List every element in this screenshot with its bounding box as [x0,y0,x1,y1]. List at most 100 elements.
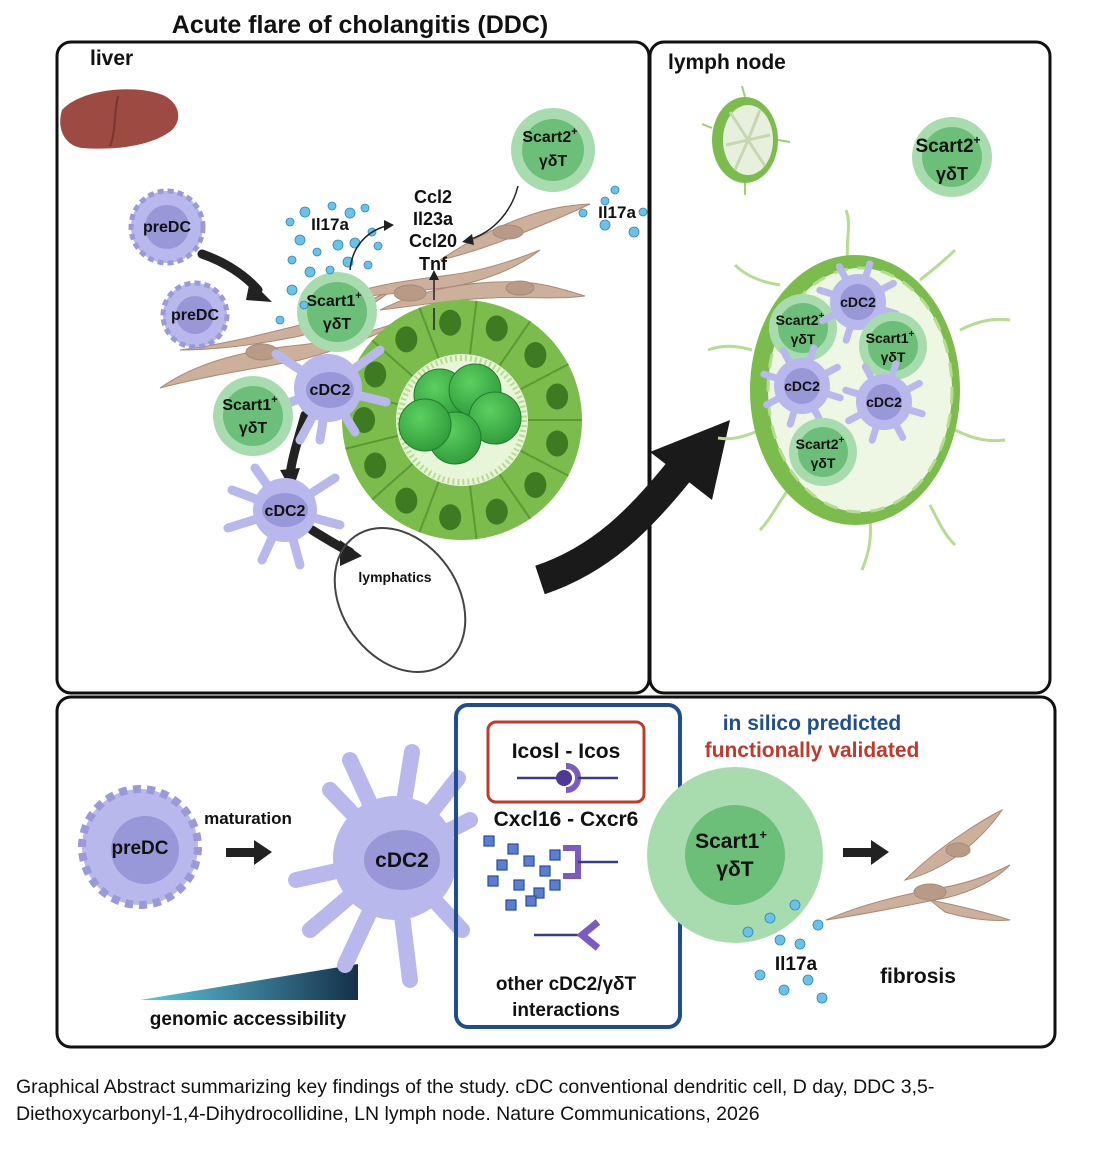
genomic-accessibility-wedge [140,964,358,1000]
cholangiocyte-nucleus [524,471,547,498]
il17a-droplets-bottom [742,899,828,1004]
chemokine-square [507,843,519,855]
legend-predicted: in silico predicted [723,712,902,735]
cholangiocyte-nucleus [485,498,508,525]
cytokine-ccl2: Ccl2 [414,187,452,207]
lymph-node-cells: Scart2+γδTcDC2Scart1+γδTcDC2cDC2Scart2+γ… [760,260,927,486]
svg-text:cDC2: cDC2 [375,849,429,872]
svg-text:Scart1+: Scart1+ [222,394,277,414]
cxcr6-receptor-icon [563,845,618,879]
chemokine-square [487,875,499,887]
cholangiocyte-border [519,363,569,391]
cholangiocyte-nucleus [439,309,462,336]
fibrosis-arrow [843,840,889,865]
svg-text:Scart1+: Scart1+ [695,827,767,853]
scart2-gdt-cell-liver: Scart2+ γδT [511,108,595,192]
mechanism-panel [55,695,1057,1049]
cxcl16-chemokine-icon [483,835,561,911]
fibroblast-bottom [825,808,1011,921]
validated-highlight-box [486,720,646,804]
chemokine-square [533,887,545,899]
fibrosis-label: fibrosis [880,965,956,988]
svg-text:Scart2+: Scart2+ [796,435,845,452]
il17a-label-liver: Il17a [311,215,349,234]
scart1-gdt-cell-bottom: Scart1+ γδT [647,767,823,943]
cholangiocyte-nucleus [546,383,569,410]
other-interactions-line1: other cDC2/γδT [496,974,637,995]
cholangiocyte-nucleus [364,361,387,388]
cytokine-arrowheads [384,220,474,280]
svg-text:γδT: γδT [239,420,268,437]
gdt-cell-lymph-node: Scart2+ γδT [789,418,857,486]
svg-text:cDC2: cDC2 [784,378,820,394]
chemokine-square [539,865,551,877]
cholangiocyte-border [345,434,399,450]
maturation-arrow [226,840,272,865]
caption-line-2: Diethoxycarbonyl-1,4-Dihydrocollidine, L… [16,1103,760,1125]
svg-text:preDC: preDC [171,307,219,324]
gdt-cell-lymph-node: Scart1+ γδT [859,312,927,380]
other-interactions-line2: interactions [512,1000,620,1021]
pair-cxcl16-cxcr6: Cxcl16 - Cxcr6 [494,808,639,831]
chemokine-square [505,899,517,911]
svg-text:preDC: preDC [143,219,191,236]
svg-text:cDC2: cDC2 [866,394,902,410]
cdc2-cell-liver-1: cDC2 [265,345,391,445]
cdc2-cell-bottom: cDC2 [288,744,478,988]
chemokine-square [483,835,495,847]
svg-text:Scart2+: Scart2+ [915,133,980,157]
chemokine-square [523,855,535,867]
genomic-accessibility-label: genomic accessibility [150,1009,347,1030]
svg-text:cDC2: cDC2 [840,294,876,310]
svg-text:γδT: γδT [811,455,836,471]
svg-text:preDC: preDC [111,838,168,859]
svg-text:Scart1+: Scart1+ [866,329,915,346]
svg-text:Scart1+: Scart1+ [306,290,361,310]
liver-organ-icon [60,89,179,149]
cdc2-cell-lymph-node: cDC2 [842,360,926,444]
cdc2-cell-liver-2: cDC2 [223,463,345,570]
svg-text:γδT: γδT [791,331,816,347]
figure-caption: Graphical Abstract summarizing key findi… [16,1074,1096,1128]
il17a-droplets-liver-right [578,185,648,238]
chemokine-square [513,879,525,891]
svg-text:Scart2+: Scart2+ [776,311,825,328]
cholangiocyte-border [519,449,569,477]
cytokine-tnf: Tnf [419,254,448,274]
cholangiocyte-border [418,307,440,359]
cholangiocyte-nucleus [485,315,508,342]
lymph-node-icon [701,85,791,195]
chemokine-square [525,895,537,907]
lymphatics-vessel: lymphatics [333,526,467,674]
cholangiocyte-border [468,485,478,540]
cholangiocyte-nucleus [353,407,375,433]
chemokine-square [496,859,508,871]
icosl-icos-receptor-icon [517,763,618,793]
cholangiocyte-border [498,473,531,520]
cholangiocyte-nucleus [524,342,547,369]
liver-to-lymph-node-arrow [535,420,730,595]
svg-text:γδT: γδT [881,349,906,365]
cholangiocyte-border [418,481,440,533]
predc-cell-bottom: preDC [78,785,202,909]
svg-text:γδT: γδT [716,858,753,881]
cdc2-cell-lymph-node: cDC2 [760,344,844,428]
cholangiocyte-nucleus [364,452,387,479]
svg-text:lymphatics: lymphatics [358,569,431,585]
lymph-node-heading: lymph node [668,51,786,74]
svg-text:γδT: γδT [936,164,968,184]
svg-text:γδT: γδT [539,153,568,170]
lymph-node-panel [648,40,1052,695]
scart1-gdt-cell-liver-2: Scart1+ γδT [213,376,293,456]
maturation-label: maturation [204,809,292,828]
il17a-label-liver-right: Il17a [598,203,636,222]
cholangiocyte-nucleus [395,326,418,353]
predc-cell-1: preDC [128,188,206,266]
chemokine-square [549,879,561,891]
graphical-abstract-diagram: Acute flare of cholangitis (DDC) liver l… [55,11,1057,1049]
cytokine-il23a: Il23a [413,209,454,229]
cholangiocyte-border [468,300,478,355]
il17a-droplets-liver [275,201,383,325]
svg-text:cDC2: cDC2 [265,503,306,520]
pair-icosl-icos: Icosl - Icos [512,740,621,763]
